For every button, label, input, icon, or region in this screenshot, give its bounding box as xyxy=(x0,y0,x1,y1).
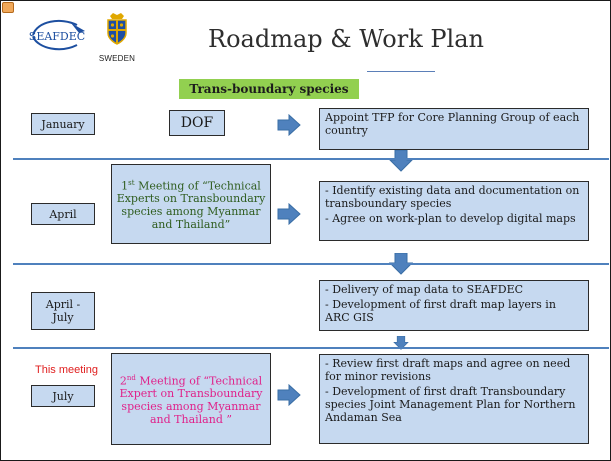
action-item: - Identify existing data and documentati… xyxy=(325,184,580,210)
down-arrow-icon xyxy=(393,336,409,350)
slide-corner-icon[interactable] xyxy=(2,2,14,13)
meeting-title: Meeting of “Technical Expert on Transbou… xyxy=(119,374,263,427)
meeting-ordinal: 1 xyxy=(121,179,129,193)
meeting-text: 2nd Meeting of “Technical Expert on Tran… xyxy=(116,372,266,427)
action-item: - Agree on work-plan to develop digital … xyxy=(325,212,576,225)
title-underline xyxy=(367,71,435,72)
action-box-row3: - Delivery of map data to SEAFDEC - Deve… xyxy=(319,280,589,331)
actor-box-dof: DOF xyxy=(169,110,225,136)
month-box-april-july: April - July xyxy=(31,292,95,330)
action-item: - Development of first draft Transbounda… xyxy=(325,385,576,424)
month-box-july: July xyxy=(31,385,95,407)
sweden-logo: SWEDEN xyxy=(93,13,141,63)
meeting-box-2: 2nd Meeting of “Technical Expert on Tran… xyxy=(111,353,271,445)
seafdec-logo: SEAFDEC xyxy=(29,19,85,51)
action-box-row4: - Review first draft maps and agree on n… xyxy=(319,354,589,444)
sweden-label: SWEDEN xyxy=(98,54,136,63)
meeting-title: Meeting of “Technical Experts on Transbo… xyxy=(116,179,266,232)
page-title: Roadmap & Work Plan xyxy=(208,25,484,53)
month-box-april: April xyxy=(31,203,95,225)
month-label: April xyxy=(49,207,77,221)
action-item: - Review first draft maps and agree on n… xyxy=(325,357,571,383)
down-arrow-icon xyxy=(389,150,413,172)
sweden-crest-icon xyxy=(107,13,127,45)
month-label: January xyxy=(41,117,85,131)
action-box-row1: Appoint TFP for Core Planning Group of e… xyxy=(319,108,589,150)
meeting-ordinal: 2 xyxy=(119,374,127,388)
month-label: April - July xyxy=(45,298,81,324)
meeting-text: 1st Meeting of “Technical Experts on Tra… xyxy=(116,177,266,232)
month-label: July xyxy=(52,389,74,403)
month-box-january: January xyxy=(31,113,95,135)
right-arrow-icon xyxy=(277,384,301,406)
row-divider xyxy=(13,263,609,265)
action-text: Appoint TFP for Core Planning Group of e… xyxy=(325,111,580,137)
actor-label: DOF xyxy=(180,115,214,131)
svg-text:SEAFDEC: SEAFDEC xyxy=(29,30,85,43)
meeting-ordinal-sup: nd xyxy=(126,373,136,382)
this-meeting-note: This meeting xyxy=(35,364,98,376)
action-box-row2: - Identify existing data and documentati… xyxy=(319,181,589,241)
right-arrow-icon xyxy=(277,114,301,136)
row-divider xyxy=(13,347,609,349)
action-item: - Development of first draft map layers … xyxy=(325,298,556,324)
meeting-box-1: 1st Meeting of “Technical Experts on Tra… xyxy=(111,164,271,244)
row-divider xyxy=(13,158,609,160)
meeting-ordinal-sup: st xyxy=(128,178,135,187)
right-arrow-icon xyxy=(277,203,301,225)
action-item: - Delivery of map data to SEAFDEC xyxy=(325,283,524,296)
topic-banner: Trans-boundary species xyxy=(179,79,359,99)
